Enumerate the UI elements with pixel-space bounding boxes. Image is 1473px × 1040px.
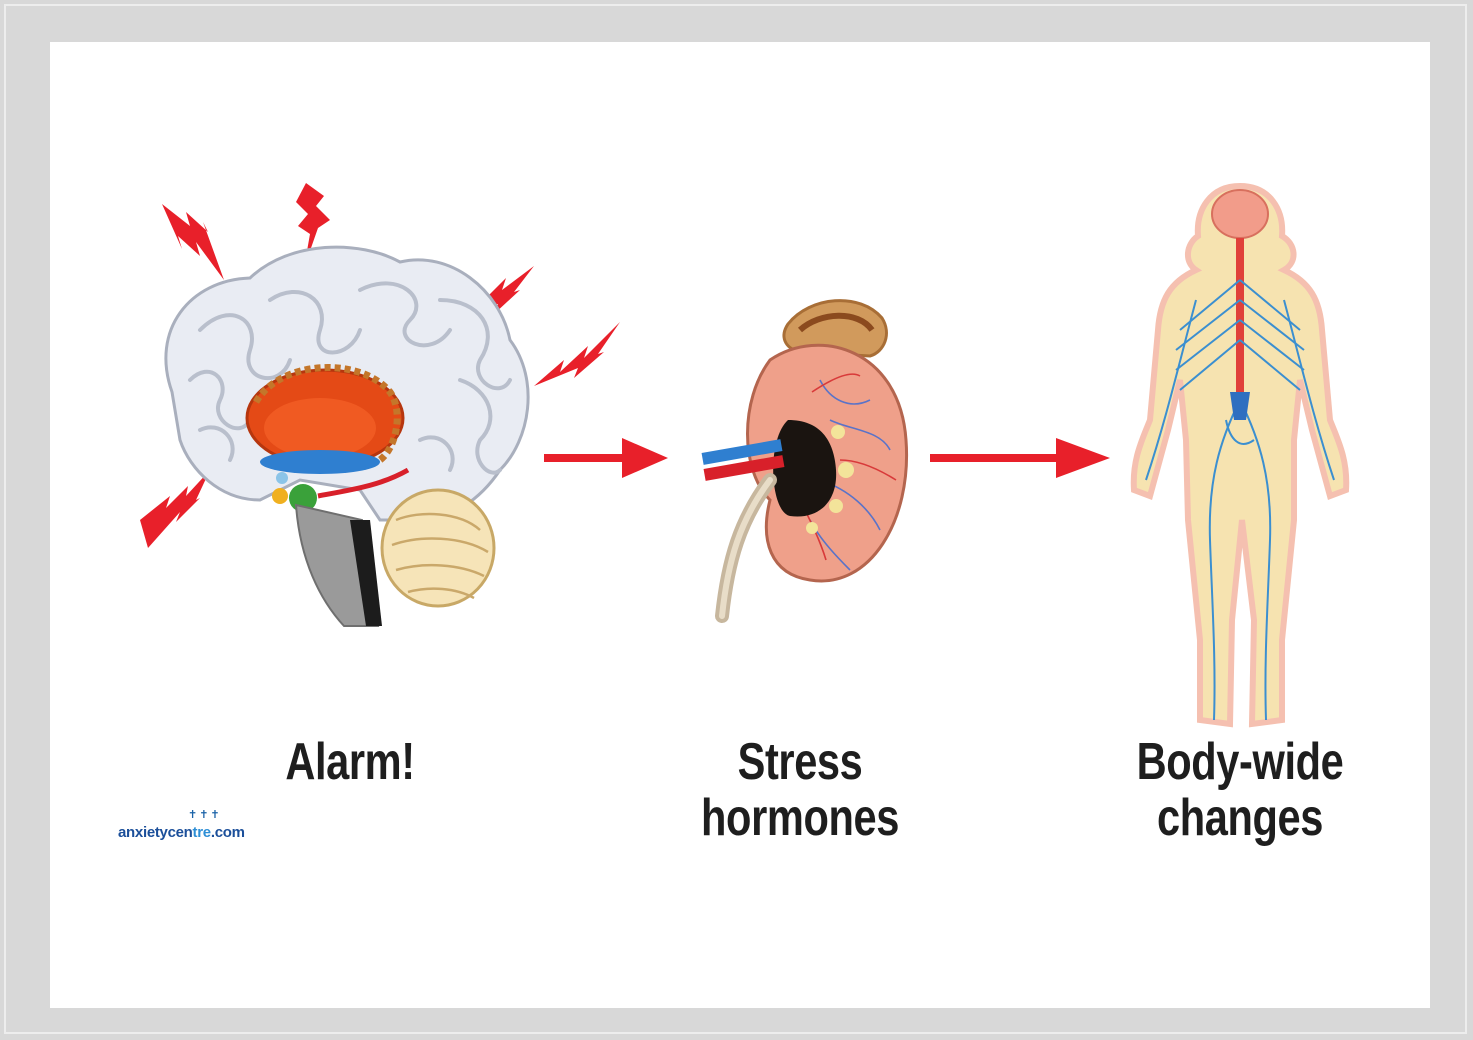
caption-line: hormones [672, 790, 928, 846]
logo-text-part: tre [193, 824, 211, 841]
lightning-bolt-icon [140, 470, 210, 548]
logo-figures-icon: ✝✝✝ [188, 810, 222, 821]
caption-alarm: Alarm! [254, 734, 446, 790]
human-nervous-system-illustration [1134, 186, 1347, 724]
caption-stress-hormones: Stress hormones [672, 734, 928, 846]
lightning-bolt-icon [534, 322, 620, 386]
brain-illustration [166, 247, 528, 626]
kidney-adrenal-illustration [702, 301, 907, 616]
caption-line: Body-wide [1112, 734, 1368, 790]
arrow-right-icon [930, 438, 1110, 478]
site-logo: ✝✝✝ anxietycentre.com [118, 810, 298, 846]
caption-line: changes [1112, 790, 1368, 846]
caption-line: Alarm! [254, 734, 446, 790]
logo-text-part: anxietycen [118, 824, 193, 841]
lightning-bolt-icon [162, 204, 224, 280]
arrow-right-icon [544, 438, 668, 478]
logo-text-part: .com [211, 824, 245, 841]
logo-text: anxietycentre.com [118, 824, 245, 842]
caption-line: Stress [672, 734, 928, 790]
caption-body-wide-changes: Body-wide changes [1112, 734, 1368, 846]
